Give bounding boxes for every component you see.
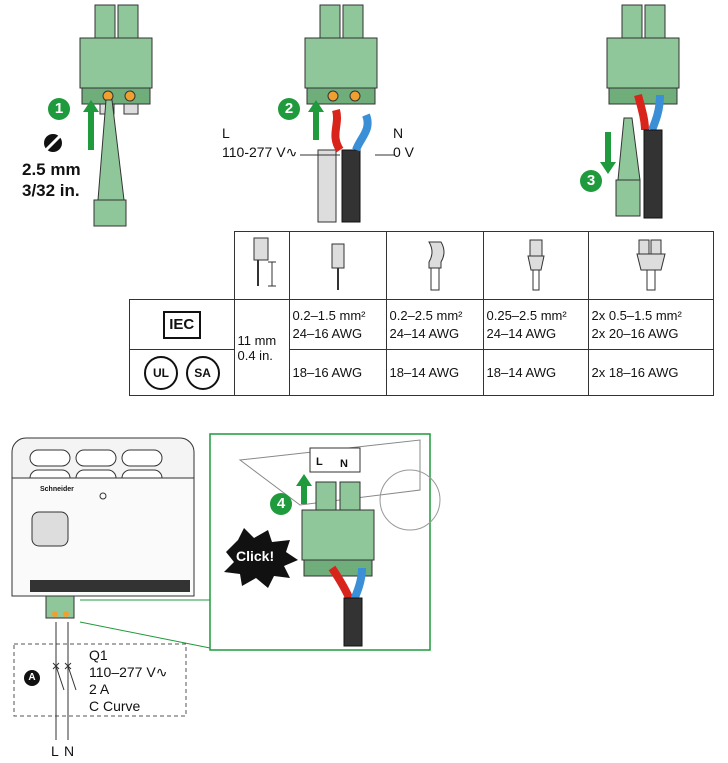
ferrule-wire-icon (526, 239, 545, 291)
iec-twin-awg: 2x 20–16 AWG (591, 325, 679, 341)
ul-twin-cell: 2x 18–16 AWG (587, 349, 714, 396)
breaker-voltage: 110–277 V∿ (89, 664, 168, 680)
iec-stranded-awg: 24–14 AWG (389, 325, 460, 341)
step-4-badge: 4 (270, 493, 292, 515)
step-1-badge: 1 (48, 98, 70, 120)
iec-ferrule-cell: 0.25–2.5 mm² 24–14 AWG (482, 299, 589, 350)
iec-logo: IEC (162, 310, 201, 339)
iec-solid-awg: 24–16 AWG (292, 325, 363, 341)
iec-twin-cell: 2x 0.5–1.5 mm² 2x 20–16 AWG (587, 299, 714, 350)
iec-stranded-cell: 0.2–2.5 mm² 24–14 AWG (385, 299, 484, 350)
device-brand: Schneider (40, 486, 74, 493)
inset-label-N: N (340, 458, 348, 470)
iec-twin-mm: 2x 0.5–1.5 mm² (591, 307, 682, 323)
iec-ferrule-awg: 24–14 AWG (486, 325, 557, 341)
step-3-badge: 3 (580, 170, 602, 192)
connector-step2 (300, 4, 395, 223)
click-label: Click! (236, 548, 275, 564)
solid-wire-icon (331, 243, 344, 290)
breaker-curve: C Curve (89, 698, 141, 714)
up-arrow-1 (83, 100, 99, 150)
strip-length-mm: 11 mm (237, 332, 277, 348)
up-arrow-4 (296, 474, 312, 504)
strip-length-in: 0.4 in. (237, 347, 273, 363)
iec-logo-cell: IEC (129, 299, 235, 350)
breaker-label-N: N (64, 743, 75, 759)
wire-spec-table: IEC 11 mm 0.4 in. 0.2–1.5 mm² 24–16 AWG 0… (129, 231, 714, 396)
ul-solid-cell: 18–16 AWG (288, 349, 387, 396)
screwdriver-size-in: 3/32 in. (22, 181, 80, 200)
twin-ferrule-wire-icon (635, 239, 666, 291)
wire-voltage-N: 0 V (393, 144, 415, 160)
click-burst (224, 528, 298, 588)
csa-logo: SA (185, 355, 220, 390)
wire-label-N: N (393, 125, 404, 141)
breaker-current: 2 A (89, 681, 110, 697)
down-arrow-3 (600, 132, 616, 174)
iec-solid-cell: 0.2–1.5 mm² 24–16 AWG (288, 299, 387, 350)
step-2-badge: 2 (278, 98, 300, 120)
breaker-box (13, 643, 187, 717)
wire-label-L: L (222, 125, 230, 141)
connector-step1 (79, 4, 153, 227)
stranded-wire-icon (427, 241, 444, 291)
iec-solid-mm: 0.2–1.5 mm² (292, 307, 366, 323)
strip-length-icon-cell (233, 231, 290, 300)
ul-logo: UL (143, 355, 178, 390)
iec-stranded-mm: 0.2–2.5 mm² (389, 307, 463, 323)
strip-length-icon (253, 237, 276, 287)
wire-voltage-L: 110-277 V∿ (222, 144, 298, 160)
breaker-label-L: L (51, 743, 59, 759)
iec-ferrule-mm: 0.25–2.5 mm² (486, 307, 567, 323)
device-install-illustration (11, 433, 441, 740)
breaker-marker-A: A (24, 670, 40, 686)
strip-length-cell: 11 mm 0.4 in. (233, 299, 290, 396)
device-body (11, 437, 195, 619)
ul-csa-logo-cell: UL SA (129, 349, 235, 396)
up-arrow-2 (308, 100, 324, 140)
ul-ferrule-cell: 18–14 AWG (482, 349, 589, 396)
inset-connector (238, 439, 441, 647)
inset-label-L: L (316, 456, 323, 468)
breaker-q1: Q1 (89, 647, 108, 663)
screwdriver-size-mm: 2.5 mm (22, 160, 81, 179)
wiring-steps-illustration (44, 4, 680, 227)
connector-step3 (606, 4, 680, 219)
ul-stranded-cell: 18–14 AWG (385, 349, 484, 396)
